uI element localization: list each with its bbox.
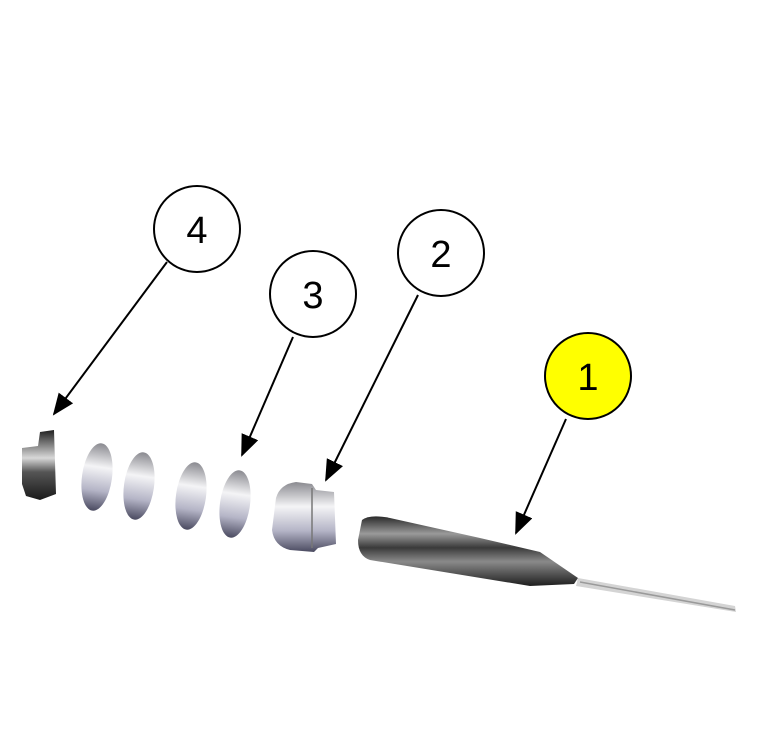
- callout-1-circle: [544, 332, 632, 420]
- end-cap-part: [22, 430, 56, 500]
- tool-body-part: [358, 516, 736, 612]
- callout-2-leader: [325, 294, 419, 482]
- ring-part-d: [219, 470, 251, 538]
- callout-1-label: 1: [577, 357, 598, 399]
- callout-4-leader: [52, 261, 168, 416]
- ring-part-a: [81, 443, 113, 511]
- ring-part-c: [175, 462, 207, 530]
- callout-4[interactable]: 4: [52, 185, 241, 416]
- callout-3-circle: [269, 250, 357, 338]
- callout-2-circle: [397, 209, 485, 297]
- bushing-part: [272, 482, 336, 552]
- callout-1-leader: [515, 418, 567, 535]
- ring-part-b: [123, 452, 155, 520]
- callout-4-circle: [153, 185, 241, 273]
- callout-2[interactable]: 2: [325, 209, 485, 482]
- callout-3-label: 3: [302, 275, 323, 317]
- callout-2-label: 2: [430, 234, 451, 276]
- callout-4-label: 4: [186, 210, 207, 252]
- callout-1[interactable]: 1: [515, 332, 632, 535]
- callout-3-leader: [241, 336, 294, 457]
- callout-3[interactable]: 3: [241, 250, 357, 457]
